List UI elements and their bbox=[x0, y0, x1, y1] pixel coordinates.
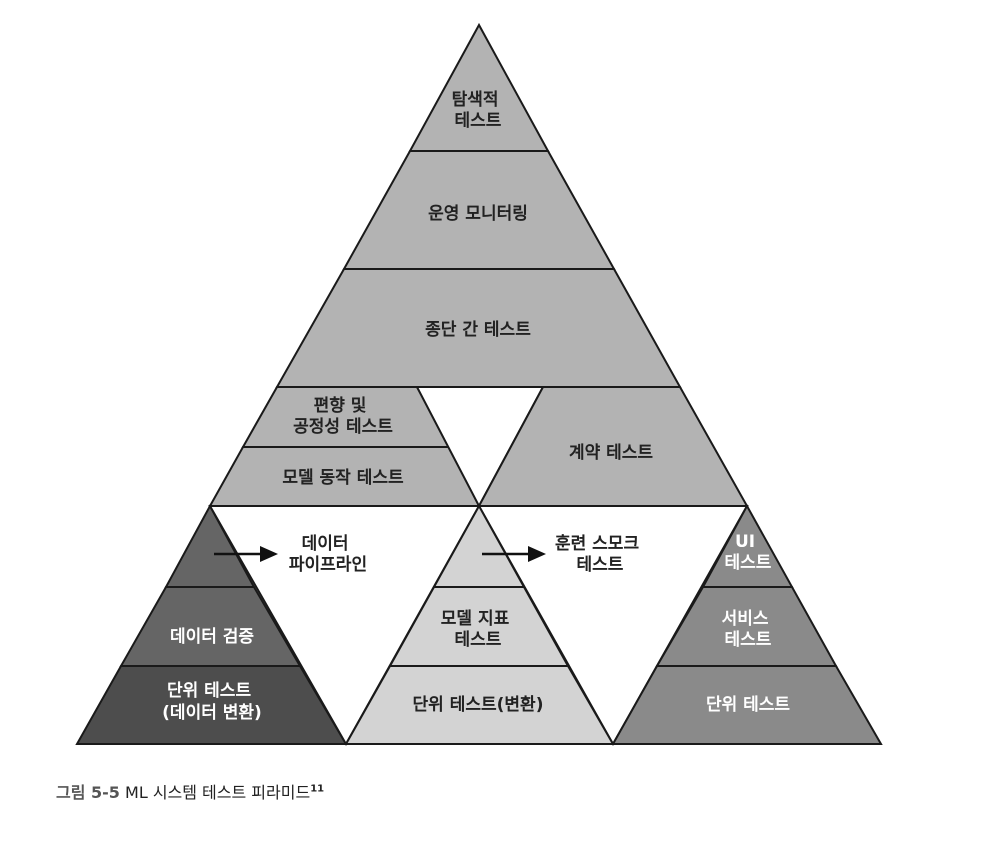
label-bias-fairness-testing: 편향 및 공정성 테스트 bbox=[293, 395, 393, 437]
label-smoke-line-2: 테스트 bbox=[577, 555, 624, 575]
label-training-smoke-testing: 훈련 스모크 테스트 bbox=[555, 533, 645, 575]
footnote-marker: 11 bbox=[310, 783, 325, 795]
label-unit-data-line-2: (데이터 변환) bbox=[162, 703, 262, 723]
label-pipeline-line-2: 파이프라인 bbox=[289, 555, 367, 575]
label-data-validation-line-1: 데이터 검증 bbox=[170, 627, 254, 647]
label-data-pipeline: 데이터 파이프라인 bbox=[289, 534, 367, 575]
label-metrics-line-2: 테스트 bbox=[455, 630, 502, 650]
label-data-validation: 데이터 검증 bbox=[170, 627, 254, 647]
label-model-metrics-testing: 모델 지표 테스트 bbox=[441, 608, 515, 650]
label-smoke-line-1: 훈련 스모크 bbox=[555, 533, 639, 554]
region-exploratory-testing bbox=[408, 22, 550, 152]
figure-number: 그림 5-5 bbox=[56, 783, 120, 802]
label-end-to-end-testing: 종단 간 테스트 bbox=[425, 320, 531, 340]
label-production-monitoring: 운영 모니터링 bbox=[428, 204, 528, 224]
region-unit-testing bbox=[611, 665, 883, 745]
label-ui-testing: UI 테스트 bbox=[725, 532, 772, 573]
label-exploratory-testing: 탐색적 테스트 bbox=[452, 90, 505, 131]
label-model-behavior-line-1: 모델 동작 테스트 bbox=[282, 467, 404, 488]
label-monitoring-line-1: 운영 모니터링 bbox=[428, 204, 528, 224]
ml-testing-pyramid-diagram: 탐색적 테스트 운영 모니터링 종단 간 테스트 편향 및 공정성 테스트 모델… bbox=[75, 22, 883, 747]
label-unit-data-line-1: 단위 테스트 bbox=[167, 681, 251, 701]
label-bias-line-1: 편향 및 bbox=[314, 395, 367, 416]
label-service-line-2: 테스트 bbox=[725, 630, 772, 650]
label-unit-testing-transform: 단위 테스트(변환) bbox=[413, 695, 544, 715]
label-unit-line-1: 단위 테스트 bbox=[706, 695, 790, 715]
label-contract-line-1: 계약 테스트 bbox=[569, 442, 653, 463]
label-e2e-line-1: 종단 간 테스트 bbox=[425, 320, 531, 340]
figure-caption: 그림 5-5 ML 시스템 테스트 피라미드11 bbox=[56, 779, 324, 803]
label-ui-line-1: UI bbox=[735, 532, 755, 552]
label-contract-testing: 계약 테스트 bbox=[569, 442, 653, 463]
label-unit-testing-data: 단위 테스트 (데이터 변환) bbox=[162, 681, 262, 723]
label-exploratory-line-2: 테스트 bbox=[455, 111, 502, 131]
figure-title: ML 시스템 테스트 피라미드 bbox=[119, 783, 311, 802]
arrow-to-training-smoke bbox=[482, 546, 546, 562]
label-model-behavior-testing: 모델 동작 테스트 bbox=[282, 467, 404, 488]
label-metrics-line-1: 모델 지표 bbox=[441, 608, 510, 629]
label-service-line-1: 서비스 bbox=[722, 609, 769, 629]
label-service-testing: 서비스 테스트 bbox=[722, 609, 775, 650]
label-pipeline-line-1: 데이터 bbox=[302, 534, 349, 554]
label-unit-transform-line-1: 단위 테스트(변환) bbox=[413, 695, 544, 715]
label-bias-line-2: 공정성 테스트 bbox=[293, 417, 393, 437]
label-ui-line-2: 테스트 bbox=[725, 553, 772, 573]
label-exploratory-line-1: 탐색적 bbox=[452, 90, 499, 110]
label-unit-testing: 단위 테스트 bbox=[706, 695, 790, 715]
arrow-to-data-pipeline bbox=[214, 546, 278, 562]
